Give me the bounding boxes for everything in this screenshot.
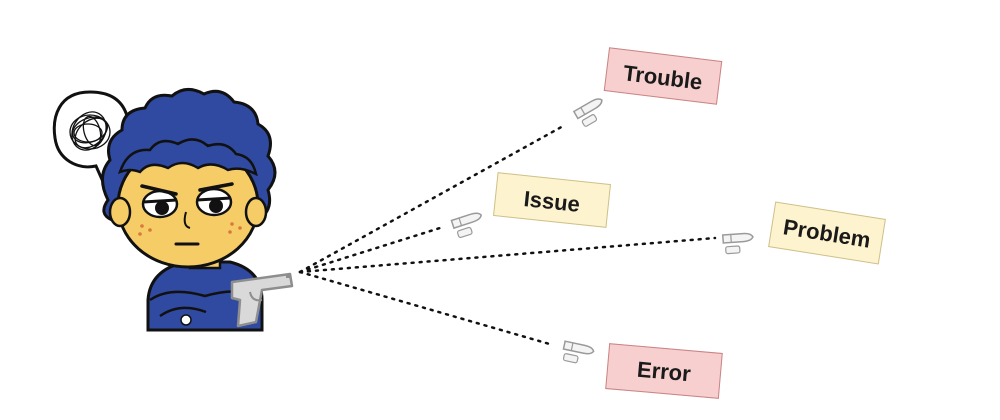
bullet-icon [572,98,603,127]
label-error: Error [605,343,723,399]
bullet-icon [562,340,595,364]
bullet-icon [450,212,483,239]
trajectory-trouble [298,123,567,274]
eyes [140,182,234,219]
bullet-icon [721,232,754,255]
pistol-icon [230,272,294,328]
trajectory-lines [298,123,717,347]
trajectory-error [298,270,555,347]
character [101,88,277,332]
trajectory-issue [298,226,442,274]
trajectory-problem [298,236,717,274]
